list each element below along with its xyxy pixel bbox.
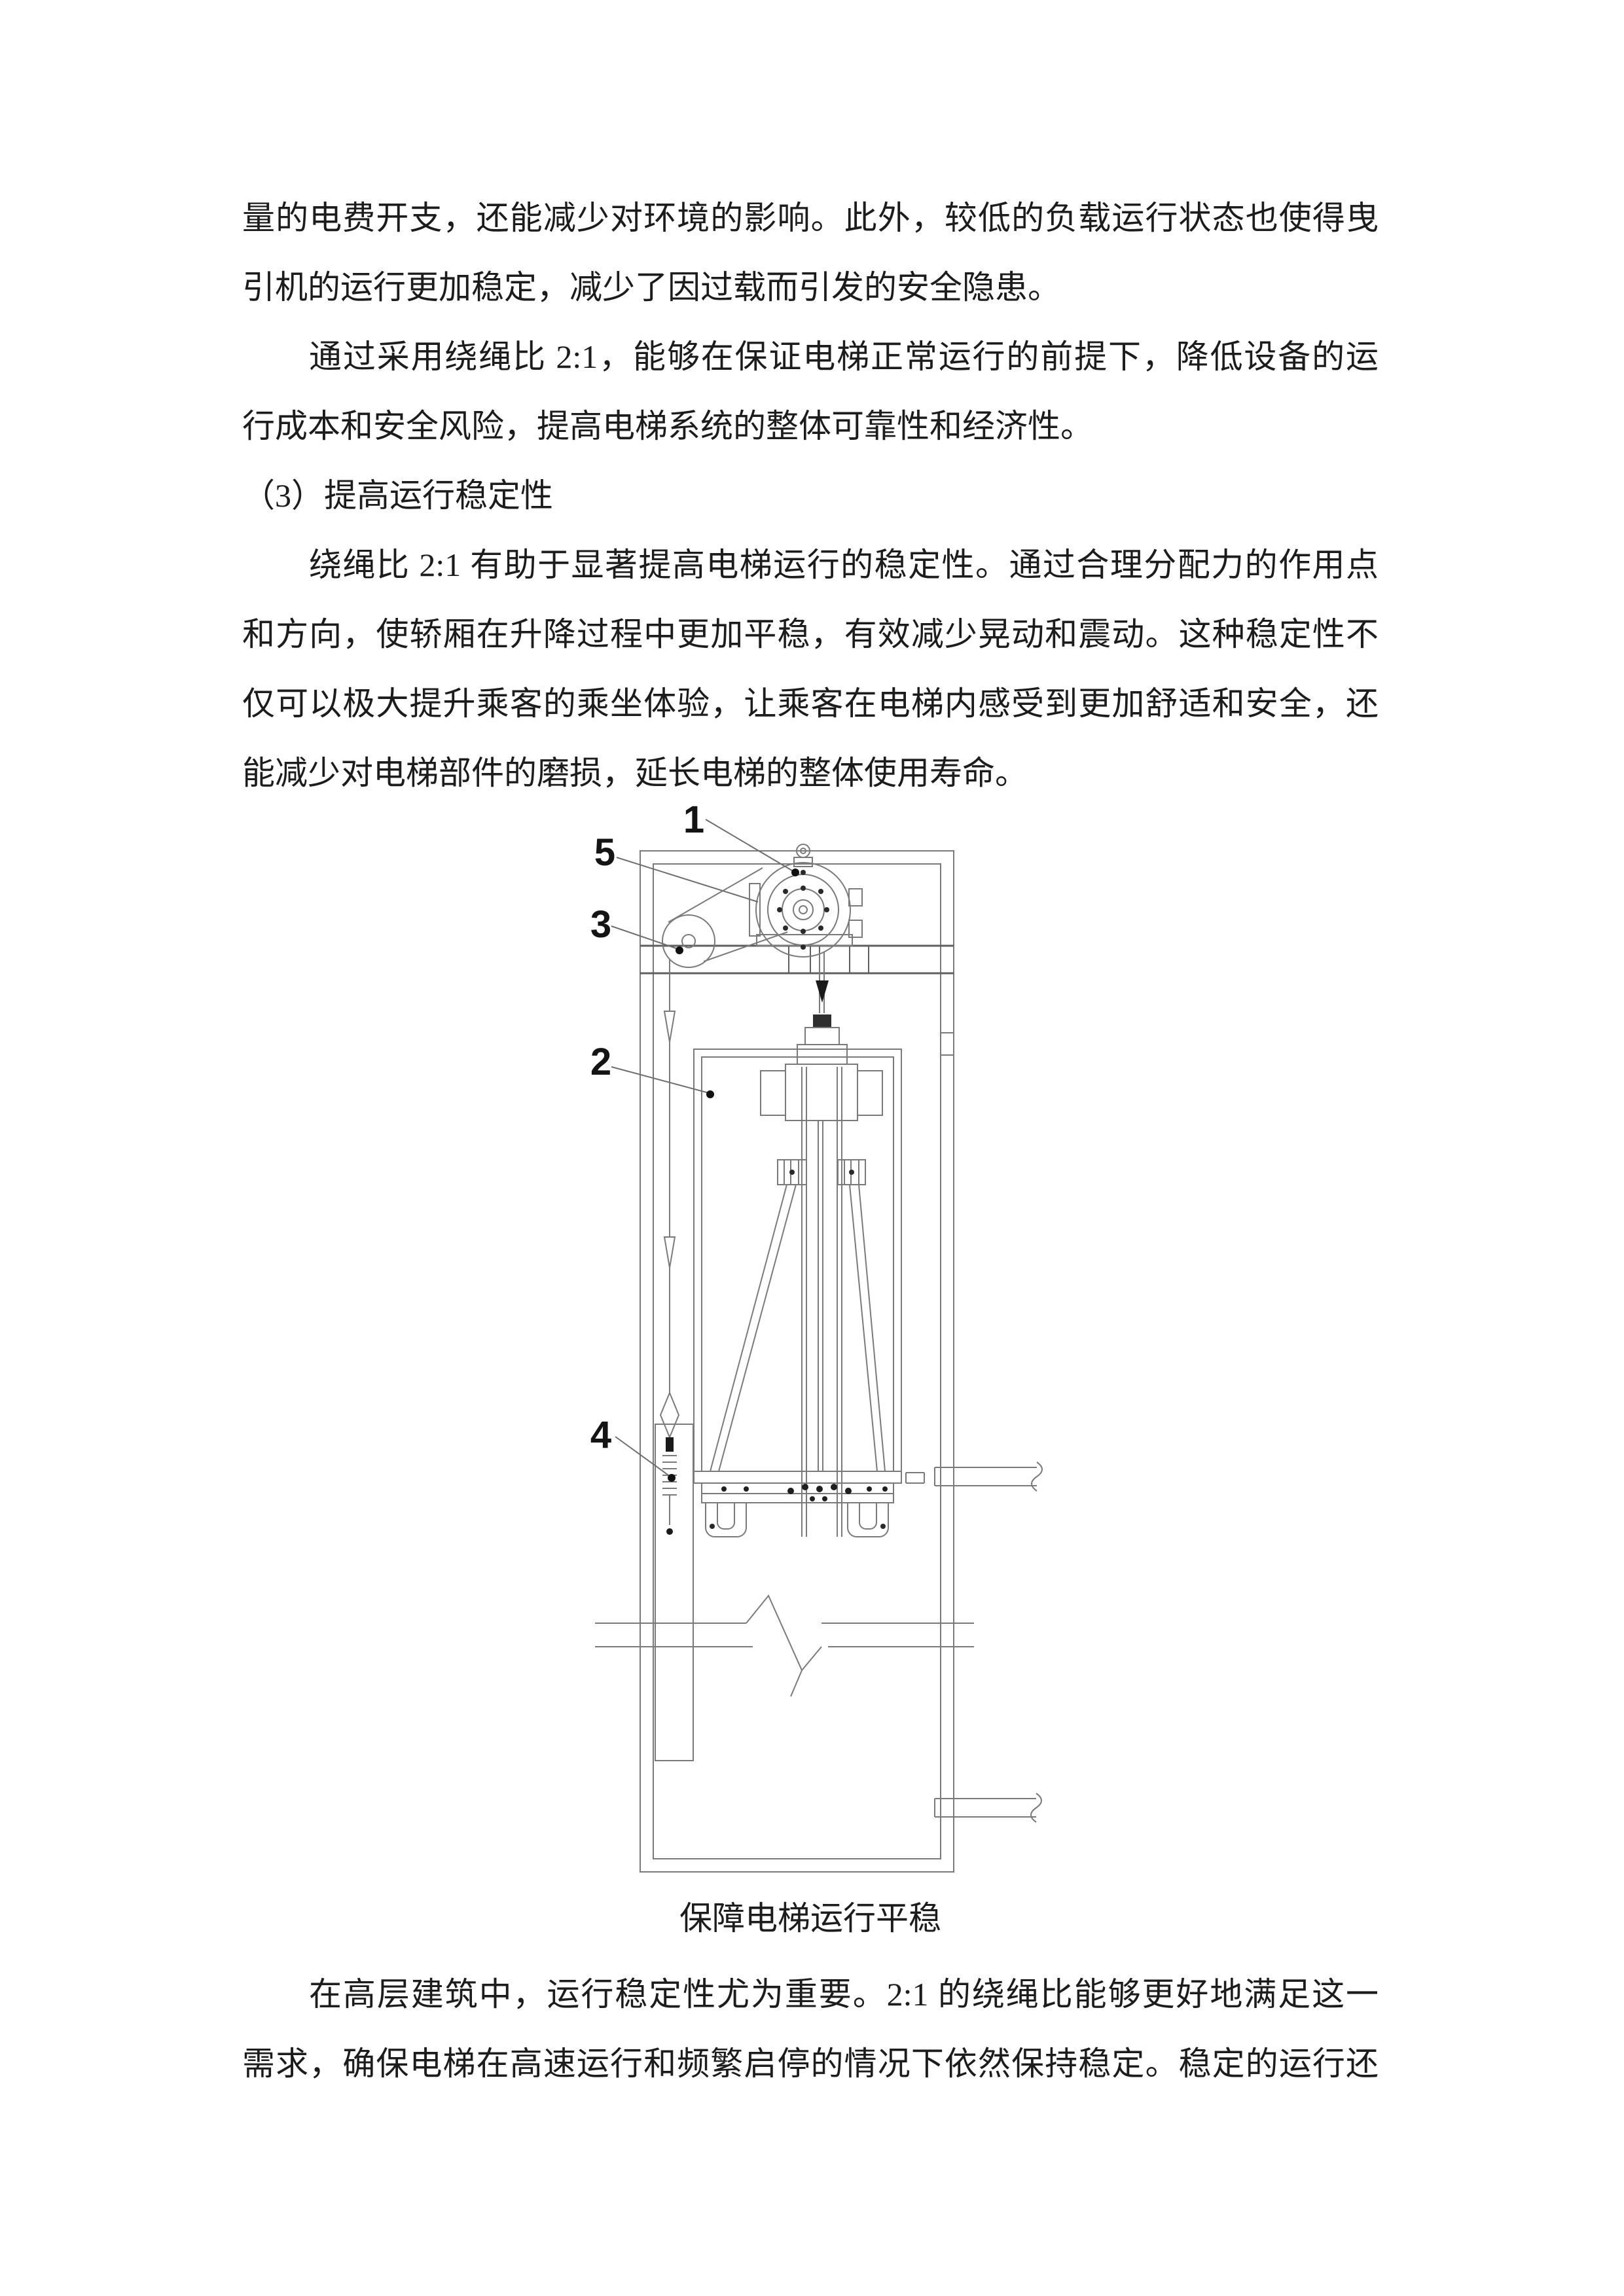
body-line: 引机的运行更加稳定，减少了因过载而引发的安全隐患。 bbox=[242, 269, 1060, 306]
leader-lines bbox=[611, 819, 799, 1482]
machine-beam bbox=[640, 944, 954, 975]
body-line: 行成本和安全风险，提高电梯系统的整体可靠性和经济性。 bbox=[242, 408, 1093, 444]
car-platform bbox=[693, 1471, 902, 1503]
body-line: 在高层建筑中，运行稳定性尤为重要。2:1 的绕绳比能够更好地满足这一 bbox=[309, 1976, 1379, 2013]
elevator-diagram: 1 5 3 2 4 bbox=[590, 798, 1043, 1873]
figure-label-5: 5 bbox=[594, 831, 615, 874]
landing-sill-lower bbox=[934, 1793, 1042, 1823]
figure-caption: 保障电梯运行平稳 bbox=[679, 1900, 941, 1937]
body-line: 绕绳比 2:1 有助于显著提高电梯运行的稳定性。通过合理分配力的作用点 bbox=[309, 547, 1379, 583]
body-line: 需求，确保电梯在高速运行和频繁启停的情况下依然保持稳定。稳定的运行还 bbox=[242, 2045, 1379, 2082]
safety-rods bbox=[710, 1184, 886, 1472]
landing-sill-upper bbox=[905, 1462, 1043, 1492]
figure-label-3: 3 bbox=[590, 903, 611, 946]
rope-hitch-plates bbox=[777, 1159, 866, 1185]
deflector-sheave bbox=[662, 914, 715, 968]
section-heading: （3）提高运行稳定性 bbox=[242, 477, 553, 514]
elevator-car bbox=[693, 1049, 902, 1472]
body-line: 仅可以极大提升乘客的乘坐体验，让乘客在电梯内感受到更加舒适和安全，还 bbox=[242, 685, 1379, 722]
figure-label-2: 2 bbox=[590, 1041, 611, 1083]
governor-tension-device bbox=[655, 1391, 694, 1761]
body-line: 通过采用绕绳比 2:1，能够在保证电梯正常运行的前提下，降低设备的运 bbox=[309, 338, 1379, 375]
guide-shoes bbox=[705, 1502, 889, 1537]
figure-label-4: 4 bbox=[590, 1414, 611, 1456]
elevator-diagram-figure: 1 5 3 2 4 bbox=[589, 785, 1165, 1885]
car-crosshead bbox=[760, 1014, 883, 1121]
figure-label-1: 1 bbox=[683, 798, 704, 841]
body-line: 量的电费开支，还能减少对环境的影响。此外，较低的负载运行状态也使得曳 bbox=[242, 200, 1379, 236]
body-line: 能减少对电梯部件的磨损，延长电梯的整体使用寿命。 bbox=[242, 755, 1028, 791]
break-lines bbox=[595, 1594, 974, 1697]
suspension-rope bbox=[816, 952, 829, 1013]
body-line: 和方向，使轿厢在升降过程中更加平稳，有效减少晃动和震动。这种稳定性不 bbox=[242, 616, 1379, 653]
traction-machine bbox=[749, 844, 863, 958]
motor-body-belt bbox=[668, 867, 788, 962]
shaft-walls bbox=[640, 850, 954, 1873]
governor-rope bbox=[663, 960, 676, 1393]
guide-rails bbox=[801, 1067, 842, 1537]
